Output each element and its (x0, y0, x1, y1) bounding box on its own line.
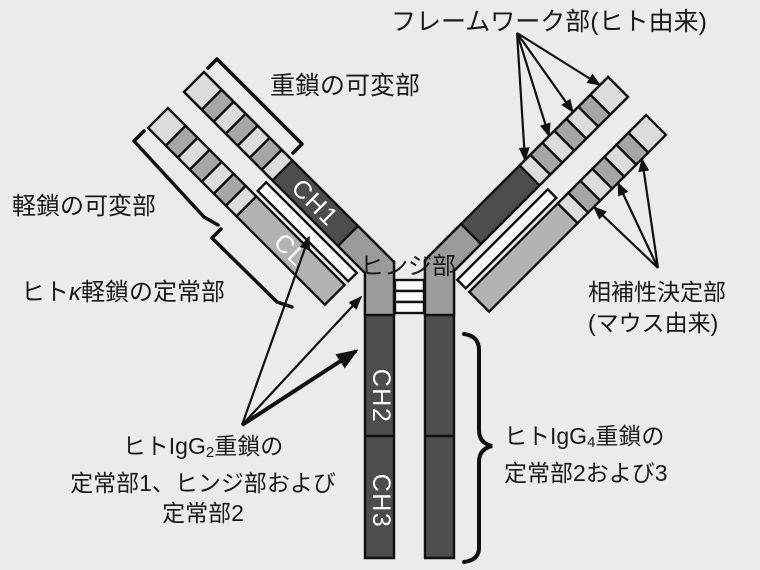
hinge-region-left (336, 224, 396, 317)
label-kappa-light-constant: ヒトκ軽鎖の定常部 (21, 278, 225, 308)
heavy-variable-bracket (206, 57, 304, 155)
igg4-label-tail: 重鎖の (595, 423, 665, 449)
igg2-label-tail: 重鎖の (214, 433, 284, 459)
igg4-label-line1: ヒトIgG4重鎖の (504, 421, 668, 458)
label-light-chain-variable: 軽鎖の可変部 (12, 193, 156, 220)
igg2-subscript: 2 (205, 444, 215, 461)
heavy-variable-region-left: CH1 (182, 70, 344, 232)
cl-domain-right (467, 201, 580, 314)
label-hinge-region: ヒンジ部 (360, 253, 456, 280)
label-igg4-constant: ヒトIgG4重鎖の 定常部2および3 (504, 421, 668, 488)
igg4-label-pre: ヒトIgG (504, 423, 588, 449)
cdr-arrows (592, 157, 660, 269)
label-igg2-constant: ヒトIgG2重鎖の 定常部1、ヒンジ部および 定常部2 (58, 431, 348, 528)
igg4-subscript: 4 (587, 434, 596, 451)
light-variable-bracket (132, 129, 220, 227)
light-chain-left: CL (146, 106, 359, 307)
kappa-label-pre: ヒト (21, 279, 69, 306)
kappa-symbol: κ (69, 279, 81, 306)
igg2-label-line3: 定常部2 (162, 500, 244, 526)
igg4-label-line2: 定常部2および3 (504, 460, 668, 486)
kappa-label-post: 軽鎖の定常部 (81, 279, 225, 306)
ch2-domain-label: CH2 (367, 369, 395, 424)
igg2-label-line1: ヒトIgG2重鎖の (58, 431, 348, 468)
cdr-label-line1: 相補性決定部 (588, 279, 726, 305)
igg2-label-pre: ヒトIgG (122, 433, 206, 459)
hinge-region-right (423, 222, 483, 317)
light-chain-right (455, 113, 668, 314)
igg2-label-line2: 定常部1、ヒンジ部および (70, 470, 336, 496)
igg4-curly-brace (462, 332, 493, 564)
label-heavy-chain-variable: 重鎖の可変部 (270, 72, 421, 100)
ch3-domain-label: CH3 (367, 474, 395, 529)
heavy-variable-region-right (518, 75, 630, 187)
chain-gap-channel-right (455, 187, 558, 291)
label-cdr-region: 相補性決定部 (マウス由来) (588, 277, 726, 339)
igg2-arrows (240, 235, 363, 427)
framework-arrows (515, 32, 602, 162)
hinge-disulfide-bonds (393, 278, 426, 315)
label-framework-region: フレームワーク部(ヒト由来) (391, 8, 707, 36)
cdr-label-line2: (マウス由来) (588, 310, 719, 336)
